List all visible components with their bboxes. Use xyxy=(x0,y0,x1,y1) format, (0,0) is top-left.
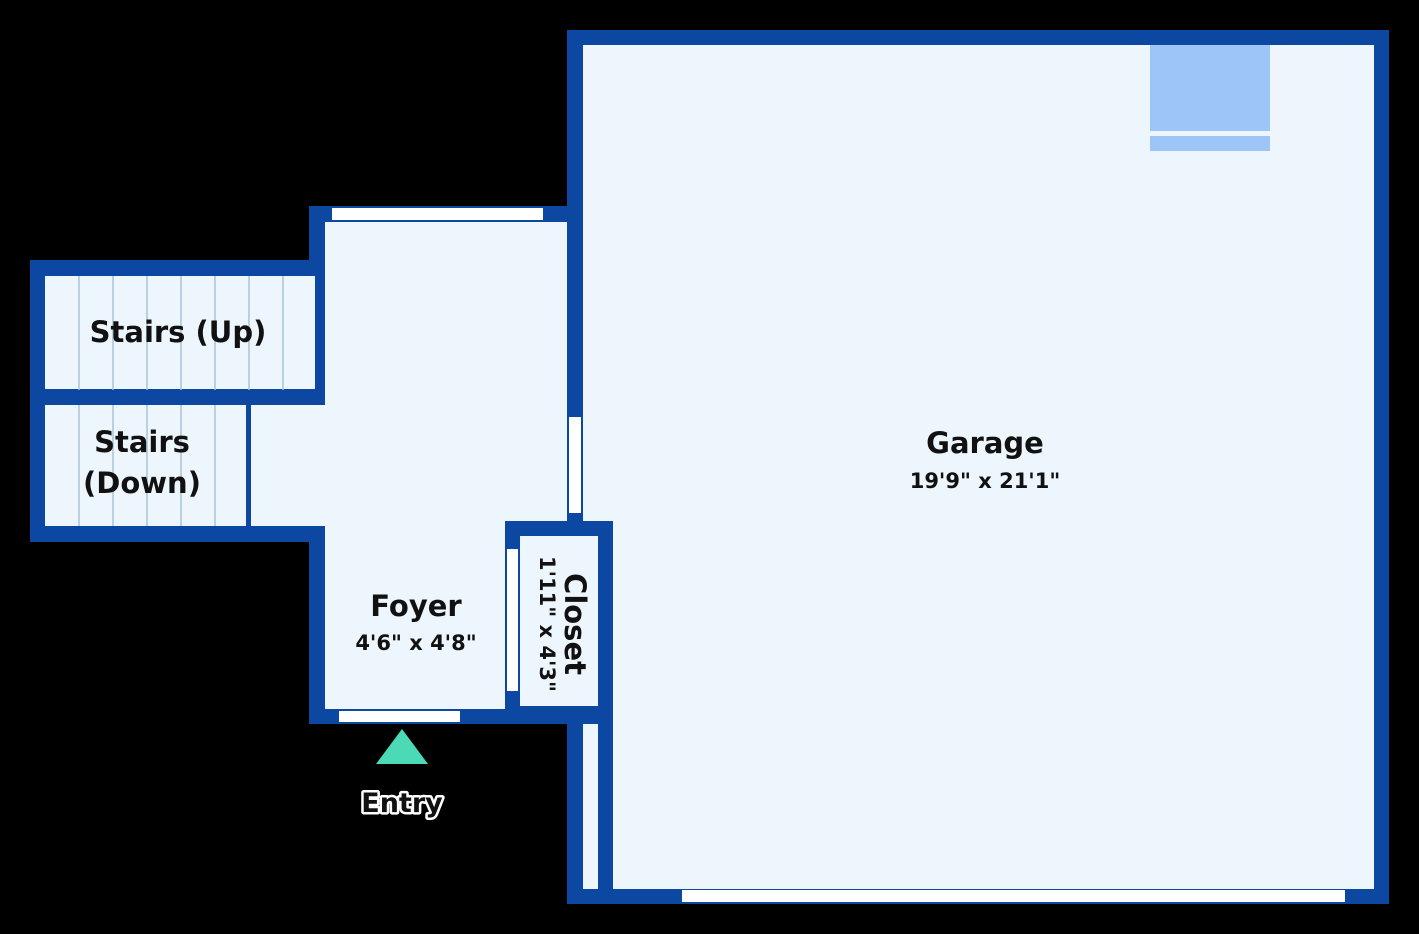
stairs-up-floor xyxy=(45,276,315,389)
floors xyxy=(45,45,1374,889)
stairs-landing-floor xyxy=(251,405,326,526)
closet-dimensions: 1'11" x 4'3" xyxy=(535,556,559,692)
garage-floor xyxy=(583,45,1374,889)
closet-top-wall xyxy=(505,521,613,536)
garage-door xyxy=(682,890,1345,902)
garage-name: Garage xyxy=(926,426,1044,460)
foyer-dimensions: 4'6" x 4'8" xyxy=(355,631,476,655)
entry-label: Entry xyxy=(361,788,443,819)
stairs-up-name: Stairs (Up) xyxy=(90,315,267,349)
stairs-divider-wall xyxy=(30,390,322,405)
garage-fixture xyxy=(1150,45,1270,151)
foyer-garage-door xyxy=(569,417,581,513)
closet-door xyxy=(507,549,518,691)
garage-left-lower-wall xyxy=(598,706,613,904)
triangle-up-icon xyxy=(376,729,428,764)
garage-dimensions: 19'9" x 21'1" xyxy=(910,469,1061,493)
stairs-down-name-line1: Stairs xyxy=(94,425,190,459)
stair-treads xyxy=(78,276,284,526)
closet-bottom-wall xyxy=(505,706,613,724)
closet-label: Closet 1'11" x 4'3" xyxy=(535,556,592,692)
closet-name: Closet xyxy=(558,573,592,675)
fixture-bottom xyxy=(1150,136,1270,151)
stairs-right-wall xyxy=(315,260,325,405)
stairs-down-name-line2: (Down) xyxy=(83,466,201,500)
fixture-top xyxy=(1150,45,1270,131)
garage-lower-wall-gap xyxy=(611,716,631,889)
foyer-top-window xyxy=(332,208,543,220)
foyer-entry-door xyxy=(339,711,460,722)
closet-right-wall xyxy=(598,521,613,721)
openings xyxy=(332,208,1345,902)
stairs-down-end-wall xyxy=(246,405,251,526)
foyer-name: Foyer xyxy=(370,589,462,623)
closet-floor xyxy=(520,536,598,706)
